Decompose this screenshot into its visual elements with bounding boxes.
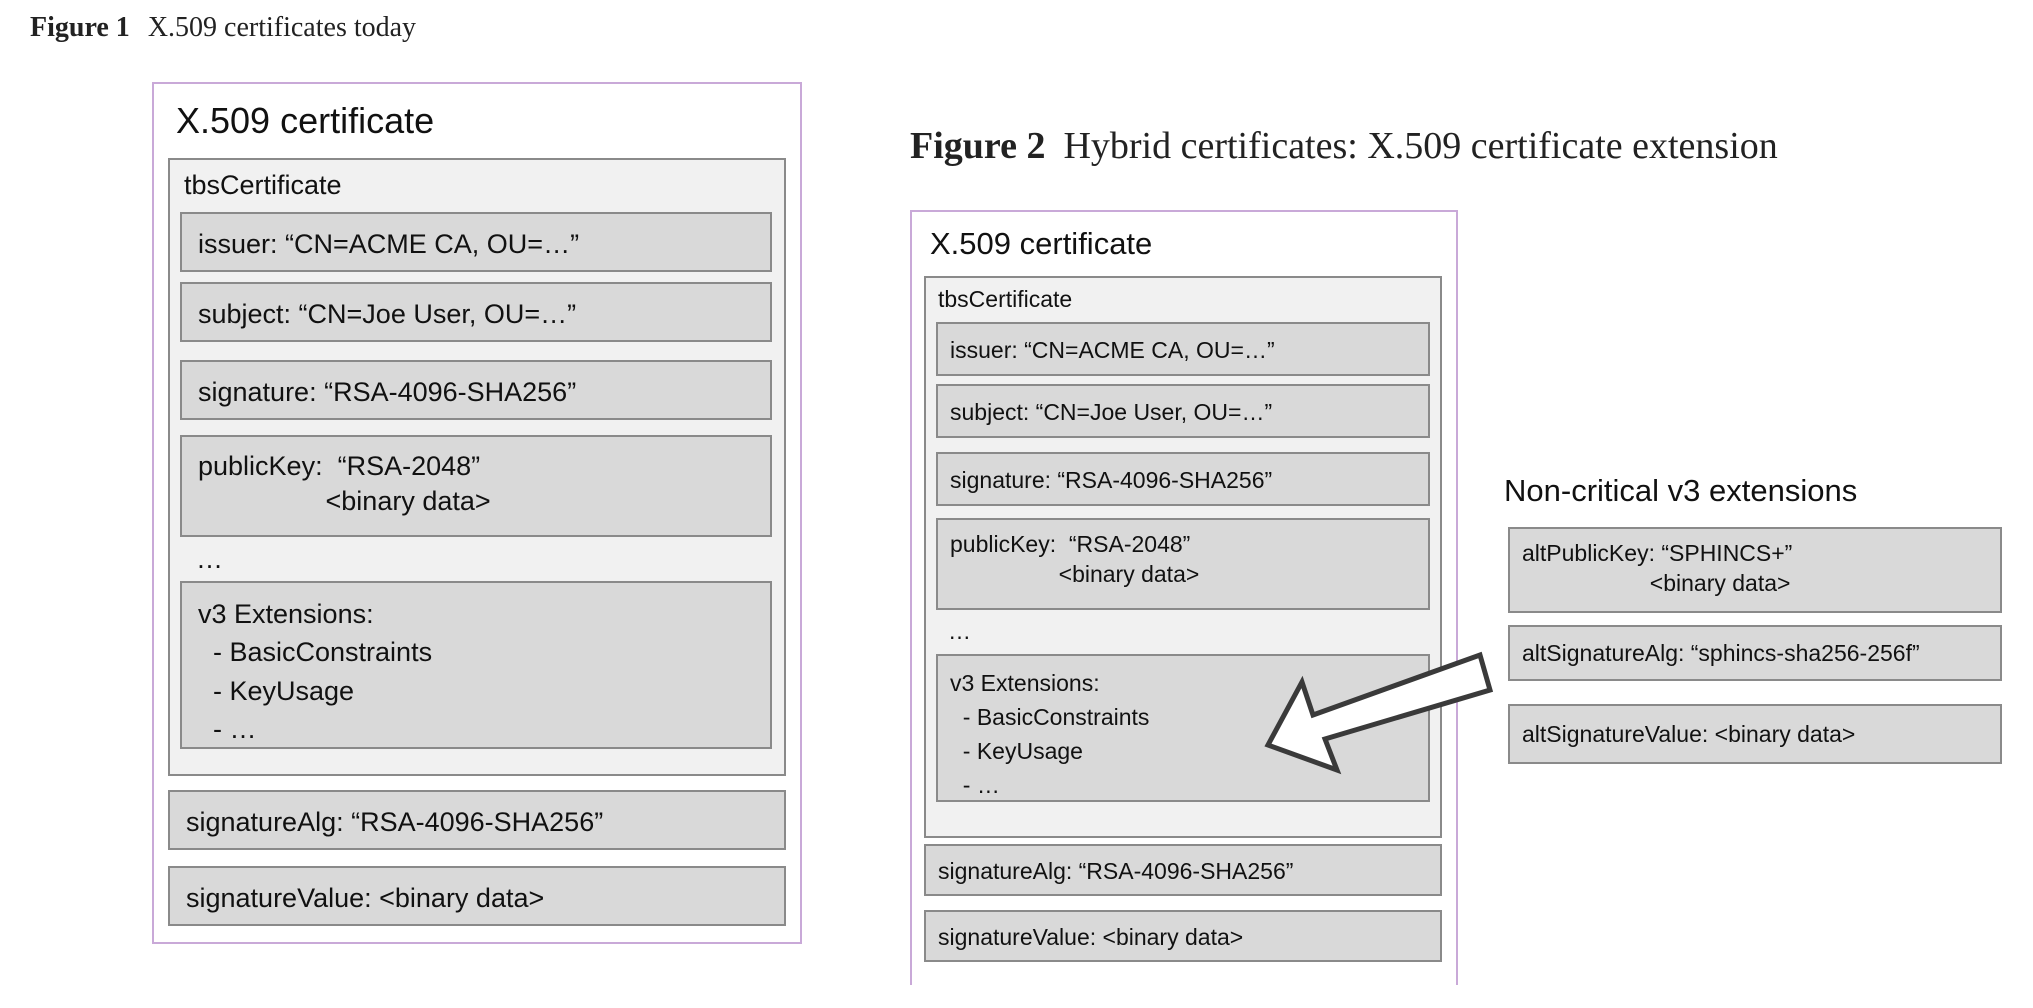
figure1-subject-field: subject: “CN=Joe User, OU=…” [180, 282, 772, 342]
figure2-caption-label: Figure 2 [910, 125, 1046, 167]
figure2-v3-extensions-field: v3 Extensions: - BasicConstraints - KeyU… [936, 654, 1430, 802]
figure1-tbs-label: tbsCertificate [184, 170, 342, 200]
figure1-certificate-title: X.509 certificate [176, 100, 435, 141]
figure2-subject-field: subject: “CN=Joe User, OU=…” [936, 384, 1430, 438]
figure1-signature-alg-field: signatureAlg: “RSA-4096-SHA256” [168, 790, 786, 850]
figure2-signature-alg-field: signatureAlg: “RSA-4096-SHA256” [924, 844, 1442, 896]
figure1-publickey-field: publicKey: “RSA-2048” <binary data> [180, 435, 772, 537]
figure1-caption-label: Figure 1 [30, 12, 130, 43]
figure2-publickey-field: publicKey: “RSA-2048” <binary data> [936, 518, 1430, 610]
figure2-signature-field: signature: “RSA-4096-SHA256” [936, 452, 1430, 506]
figure2-certificate-title: X.509 certificate [930, 226, 1153, 261]
figure2-certificate: X.509 certificate tbsCertificate issuer:… [910, 210, 1458, 985]
figure2-tbs-label: tbsCertificate [938, 286, 1073, 312]
figure1-issuer-field: issuer: “CN=ACME CA, OU=…” [180, 212, 772, 272]
figure1-certificate: X.509 certificate tbsCertificate issuer:… [152, 82, 802, 944]
figure1-tbs-certificate: tbsCertificate issuer: “CN=ACME CA, OU=…… [168, 158, 786, 776]
figure1-v3-extensions-field: v3 Extensions: - BasicConstraints - KeyU… [180, 581, 772, 749]
figure1-signature-field: signature: “RSA-4096-SHA256” [180, 360, 772, 420]
figure2-caption-text: Hybrid certificates: X.509 certificate e… [1063, 125, 1778, 167]
alt-signature-value-field: altSignatureValue: <binary data> [1508, 704, 2002, 764]
alt-signature-alg-field: altSignatureAlg: “sphincs-sha256-256f” [1508, 625, 2002, 681]
figure1-ellipsis: … [196, 544, 223, 574]
figure1-caption-text: X.509 certificates today [147, 12, 417, 43]
figure1-signature-value-field: signatureValue: <binary data> [168, 866, 786, 926]
figure2-issuer-field: issuer: “CN=ACME CA, OU=…” [936, 322, 1430, 376]
figure2-tbs-certificate: tbsCertificate issuer: “CN=ACME CA, OU=…… [924, 276, 1442, 838]
figure1-caption: Figure 1 X.509 certificates today [30, 12, 416, 44]
alt-publickey-field: altPublicKey: “SPHINCS+” <binary data> [1508, 527, 2002, 613]
figure2-signature-value-field: signatureValue: <binary data> [924, 910, 1442, 962]
noncritical-extensions-title: Non-critical v3 extensions [1504, 473, 1858, 508]
figure2-caption: Figure 2 Hybrid certificates: X.509 certi… [910, 124, 1778, 168]
figure2-ellipsis: … [948, 618, 971, 644]
